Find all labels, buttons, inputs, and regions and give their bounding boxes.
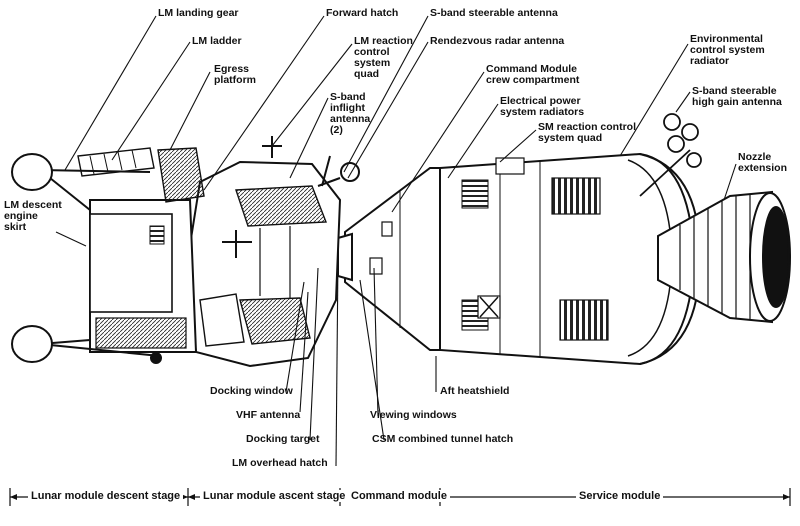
label-egress-platform: Egress platform: [214, 63, 256, 86]
stage-service-module: Service module: [576, 490, 664, 502]
label-lm-ladder: LM ladder: [192, 35, 242, 47]
label-docking-window: Docking window: [210, 385, 293, 397]
label-csm-combined-tunnel-hatch: CSM combined tunnel hatch: [372, 433, 514, 445]
stage-command-module: Command module: [348, 490, 450, 502]
engine-nozzle: [657, 190, 791, 324]
label-sm-reaction-control-system-quad: SM reaction control system quad: [538, 121, 637, 144]
label-rendezvous-radar-antenna: Rendezvous radar antenna: [430, 35, 565, 47]
label-docking-target: Docking target: [246, 433, 320, 445]
label-lm-descent-engine-skirt: LM descent engine skirt: [4, 199, 62, 233]
stage-lunar-module-descent-stage: Lunar module descent stage: [28, 490, 184, 502]
label-vhf-antenna: VHF antenna: [236, 409, 301, 421]
label-s-band-steerable-antenna: S-band steerable antenna: [430, 7, 558, 19]
label-s-band-steerable-high-gain-antenna: S-band steerable high gain antenna: [692, 85, 782, 108]
label-nozzle-extension: Nozzle extension: [738, 151, 788, 174]
label-lm-landing-gear: LM landing gear: [158, 7, 239, 19]
label-command-module-crew-compartment: Command Module crew compartment: [486, 63, 580, 86]
lm-descent-stage: [11, 147, 205, 364]
label-aft-heatshield: Aft heatshield: [440, 385, 510, 397]
leader-lines: [55, 15, 737, 467]
command-module-body: [337, 167, 441, 351]
service-module-body: [439, 152, 702, 366]
label-environmental-control-system-radiator: Environmental control system radiator: [690, 33, 765, 67]
stage-lunar-module-ascent-stage: Lunar module ascent stage: [200, 490, 349, 502]
label-lm-reaction-control-system-quad: LM reaction control system quad: [354, 35, 413, 80]
label-forward-hatch: Forward hatch: [326, 7, 399, 19]
label-lm-overhead-hatch: LM overhead hatch: [232, 457, 328, 469]
lm-ascent-stage: [184, 136, 360, 368]
high-gain-antenna: [639, 113, 702, 197]
label-electrical-power-system-radiators: Electrical power system radiators: [500, 95, 585, 118]
label-viewing-windows: Viewing windows: [370, 409, 457, 421]
label-s-band-inflight-antenna: S-band inflight antenna (2): [330, 91, 371, 136]
